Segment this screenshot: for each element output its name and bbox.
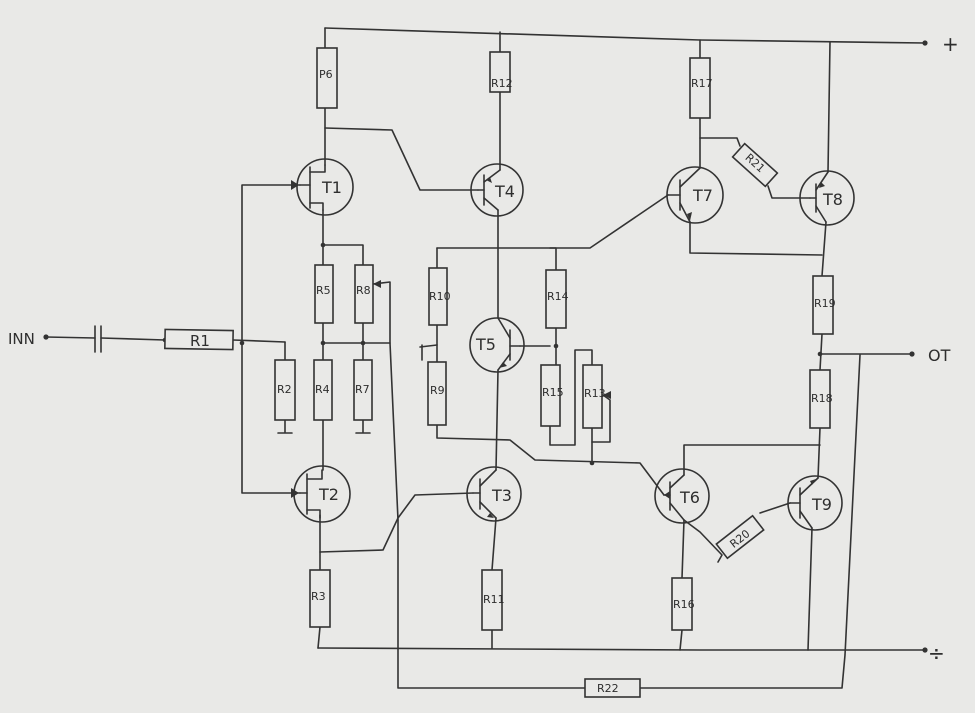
transistor-t9: T9: [787, 475, 843, 531]
resistor-r8: R8: [354, 264, 381, 324]
svg-text:T4: T4: [494, 182, 515, 201]
ground-supply-label: ÷: [928, 641, 945, 665]
svg-text:R4: R4: [315, 383, 330, 396]
svg-text:R17: R17: [691, 77, 713, 90]
resistor-r3: R3: [309, 569, 331, 628]
transistor-t2: T2: [291, 465, 351, 523]
svg-text:R16: R16: [673, 598, 695, 611]
resistor-r11: R11: [481, 569, 505, 631]
svg-text:T7: T7: [692, 186, 713, 205]
svg-text:R12: R12: [491, 77, 513, 90]
resistor-r13: R13: [582, 364, 611, 429]
svg-text:R13: R13: [584, 387, 606, 400]
svg-text:R3: R3: [311, 590, 326, 603]
svg-text:T1: T1: [321, 178, 342, 197]
transistor-t1: T1: [291, 158, 354, 216]
transistor-t5: T5: [469, 317, 525, 373]
resistor-r7: R7: [353, 359, 373, 421]
wires: [45, 27, 926, 689]
svg-text:R14: R14: [547, 290, 569, 303]
svg-text:R11: R11: [483, 593, 505, 606]
svg-text:T8: T8: [822, 190, 843, 209]
resistor-p6: P6: [316, 47, 338, 109]
resistor-r17: R17: [689, 57, 713, 119]
resistor-r19: R19: [812, 275, 836, 335]
resistor-r2: R2: [274, 359, 296, 421]
svg-text:R2: R2: [277, 383, 292, 396]
input-label: INN: [8, 330, 35, 348]
svg-text:R22: R22: [597, 682, 619, 695]
resistor-r15: R15: [540, 364, 564, 427]
output-label: OT: [928, 346, 951, 365]
resistor-r18: R18: [809, 369, 833, 429]
resistor-r16: R16: [671, 577, 695, 631]
resistor-r9: R9: [427, 361, 447, 426]
resistor-r12: R12: [489, 51, 513, 93]
svg-text:T5: T5: [475, 335, 496, 354]
svg-text:R19: R19: [814, 297, 836, 310]
svg-text:T9: T9: [811, 495, 832, 514]
transistor-t3: T3: [466, 466, 522, 522]
resistor-r22: R22: [584, 678, 641, 698]
svg-text:R10: R10: [429, 290, 451, 303]
svg-text:T2: T2: [318, 485, 339, 504]
resistor-r14: R14: [545, 269, 569, 329]
transistor-t4: T4: [470, 163, 524, 217]
svg-text:R5: R5: [316, 284, 331, 297]
svg-text:R15: R15: [542, 386, 564, 399]
svg-text:T3: T3: [491, 486, 512, 505]
svg-text:R18: R18: [811, 392, 833, 405]
resistor-r10: R10: [428, 267, 451, 326]
svg-text:P6: P6: [319, 68, 333, 81]
transistor-t8: T8: [799, 170, 855, 226]
svg-text:R7: R7: [355, 383, 370, 396]
transistor-t7: T7: [666, 166, 724, 224]
positive-supply-label: +: [942, 32, 959, 56]
resistor-r4: R4: [313, 359, 333, 421]
transistor-t6: T6: [654, 468, 710, 524]
resistor-r20: R20: [715, 514, 765, 560]
resistor-r5: R5: [314, 264, 334, 324]
svg-text:R9: R9: [430, 384, 445, 397]
resistor-r21: R21: [731, 142, 779, 188]
resistor-r1: R1: [164, 328, 234, 351]
svg-text:R8: R8: [356, 284, 371, 297]
svg-text:T6: T6: [679, 488, 700, 507]
svg-text:R1: R1: [190, 332, 210, 350]
